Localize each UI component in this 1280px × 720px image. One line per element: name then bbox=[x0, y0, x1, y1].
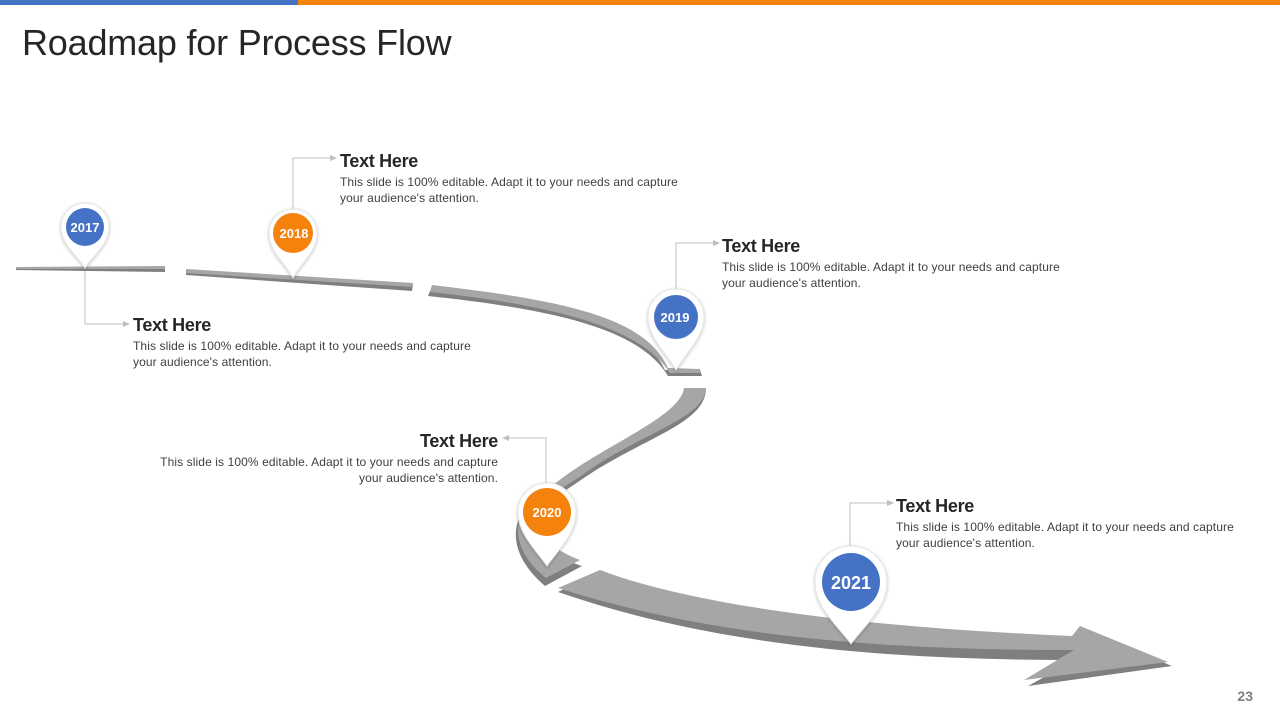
pin-2019-circle bbox=[654, 295, 698, 339]
pin-2020 bbox=[517, 482, 577, 567]
milestone-heading: Text Here bbox=[419, 431, 498, 451]
pin-2017-circle bbox=[66, 208, 104, 246]
milestone-text-2020: Text Here This slide is 100% editable. A… bbox=[158, 430, 498, 486]
milestone-text-2018: Text Here This slide is 100% editable. A… bbox=[340, 150, 680, 206]
page-number: 23 bbox=[1237, 688, 1253, 704]
top-accent-bar-blue bbox=[0, 0, 298, 5]
connector-arrowheads bbox=[123, 155, 894, 506]
pin-2021 bbox=[814, 545, 888, 645]
year-label-2021: 2021 bbox=[831, 573, 871, 593]
connector-2021 bbox=[849, 502, 887, 550]
connector-2017 bbox=[84, 268, 123, 325]
year-label-2019: 2019 bbox=[661, 310, 690, 325]
milestone-text-2021: Text Here This slide is 100% editable. A… bbox=[896, 495, 1236, 551]
milestone-heading: Text Here bbox=[340, 151, 419, 171]
milestone-heading: Text Here bbox=[133, 315, 212, 335]
pin-2020-circle bbox=[523, 488, 571, 536]
milestone-description: This slide is 100% editable. Adapt it to… bbox=[722, 260, 1060, 290]
milestone-heading: Text Here bbox=[722, 236, 801, 256]
year-label-2020: 2020 bbox=[533, 505, 562, 520]
pin-2019 bbox=[647, 288, 705, 372]
page-title: Roadmap for Process Flow bbox=[22, 22, 452, 63]
connector-2018 bbox=[292, 157, 330, 210]
pin-2021-circle bbox=[822, 553, 880, 611]
pin-2018 bbox=[268, 208, 318, 280]
pin-2017 bbox=[60, 202, 110, 269]
connector-2019 bbox=[675, 242, 713, 290]
milestone-text-2019: Text Here This slide is 100% editable. A… bbox=[722, 235, 1062, 291]
milestone-description: This slide is 100% editable. Adapt it to… bbox=[133, 339, 471, 369]
milestone-heading: Text Here bbox=[896, 496, 975, 516]
milestone-description: This slide is 100% editable. Adapt it to… bbox=[340, 175, 678, 205]
year-label-2017: 2017 bbox=[71, 220, 100, 235]
year-label-2018: 2018 bbox=[280, 226, 309, 241]
connector-2020 bbox=[509, 437, 547, 485]
milestone-description: This slide is 100% editable. Adapt it to… bbox=[896, 520, 1234, 550]
milestone-text-2017: Text Here This slide is 100% editable. A… bbox=[133, 314, 473, 370]
connector-lines bbox=[84, 157, 887, 550]
milestone-description: This slide is 100% editable. Adapt it to… bbox=[160, 455, 498, 485]
top-accent-bar-orange bbox=[298, 0, 1280, 5]
pin-2018-circle bbox=[273, 213, 313, 253]
